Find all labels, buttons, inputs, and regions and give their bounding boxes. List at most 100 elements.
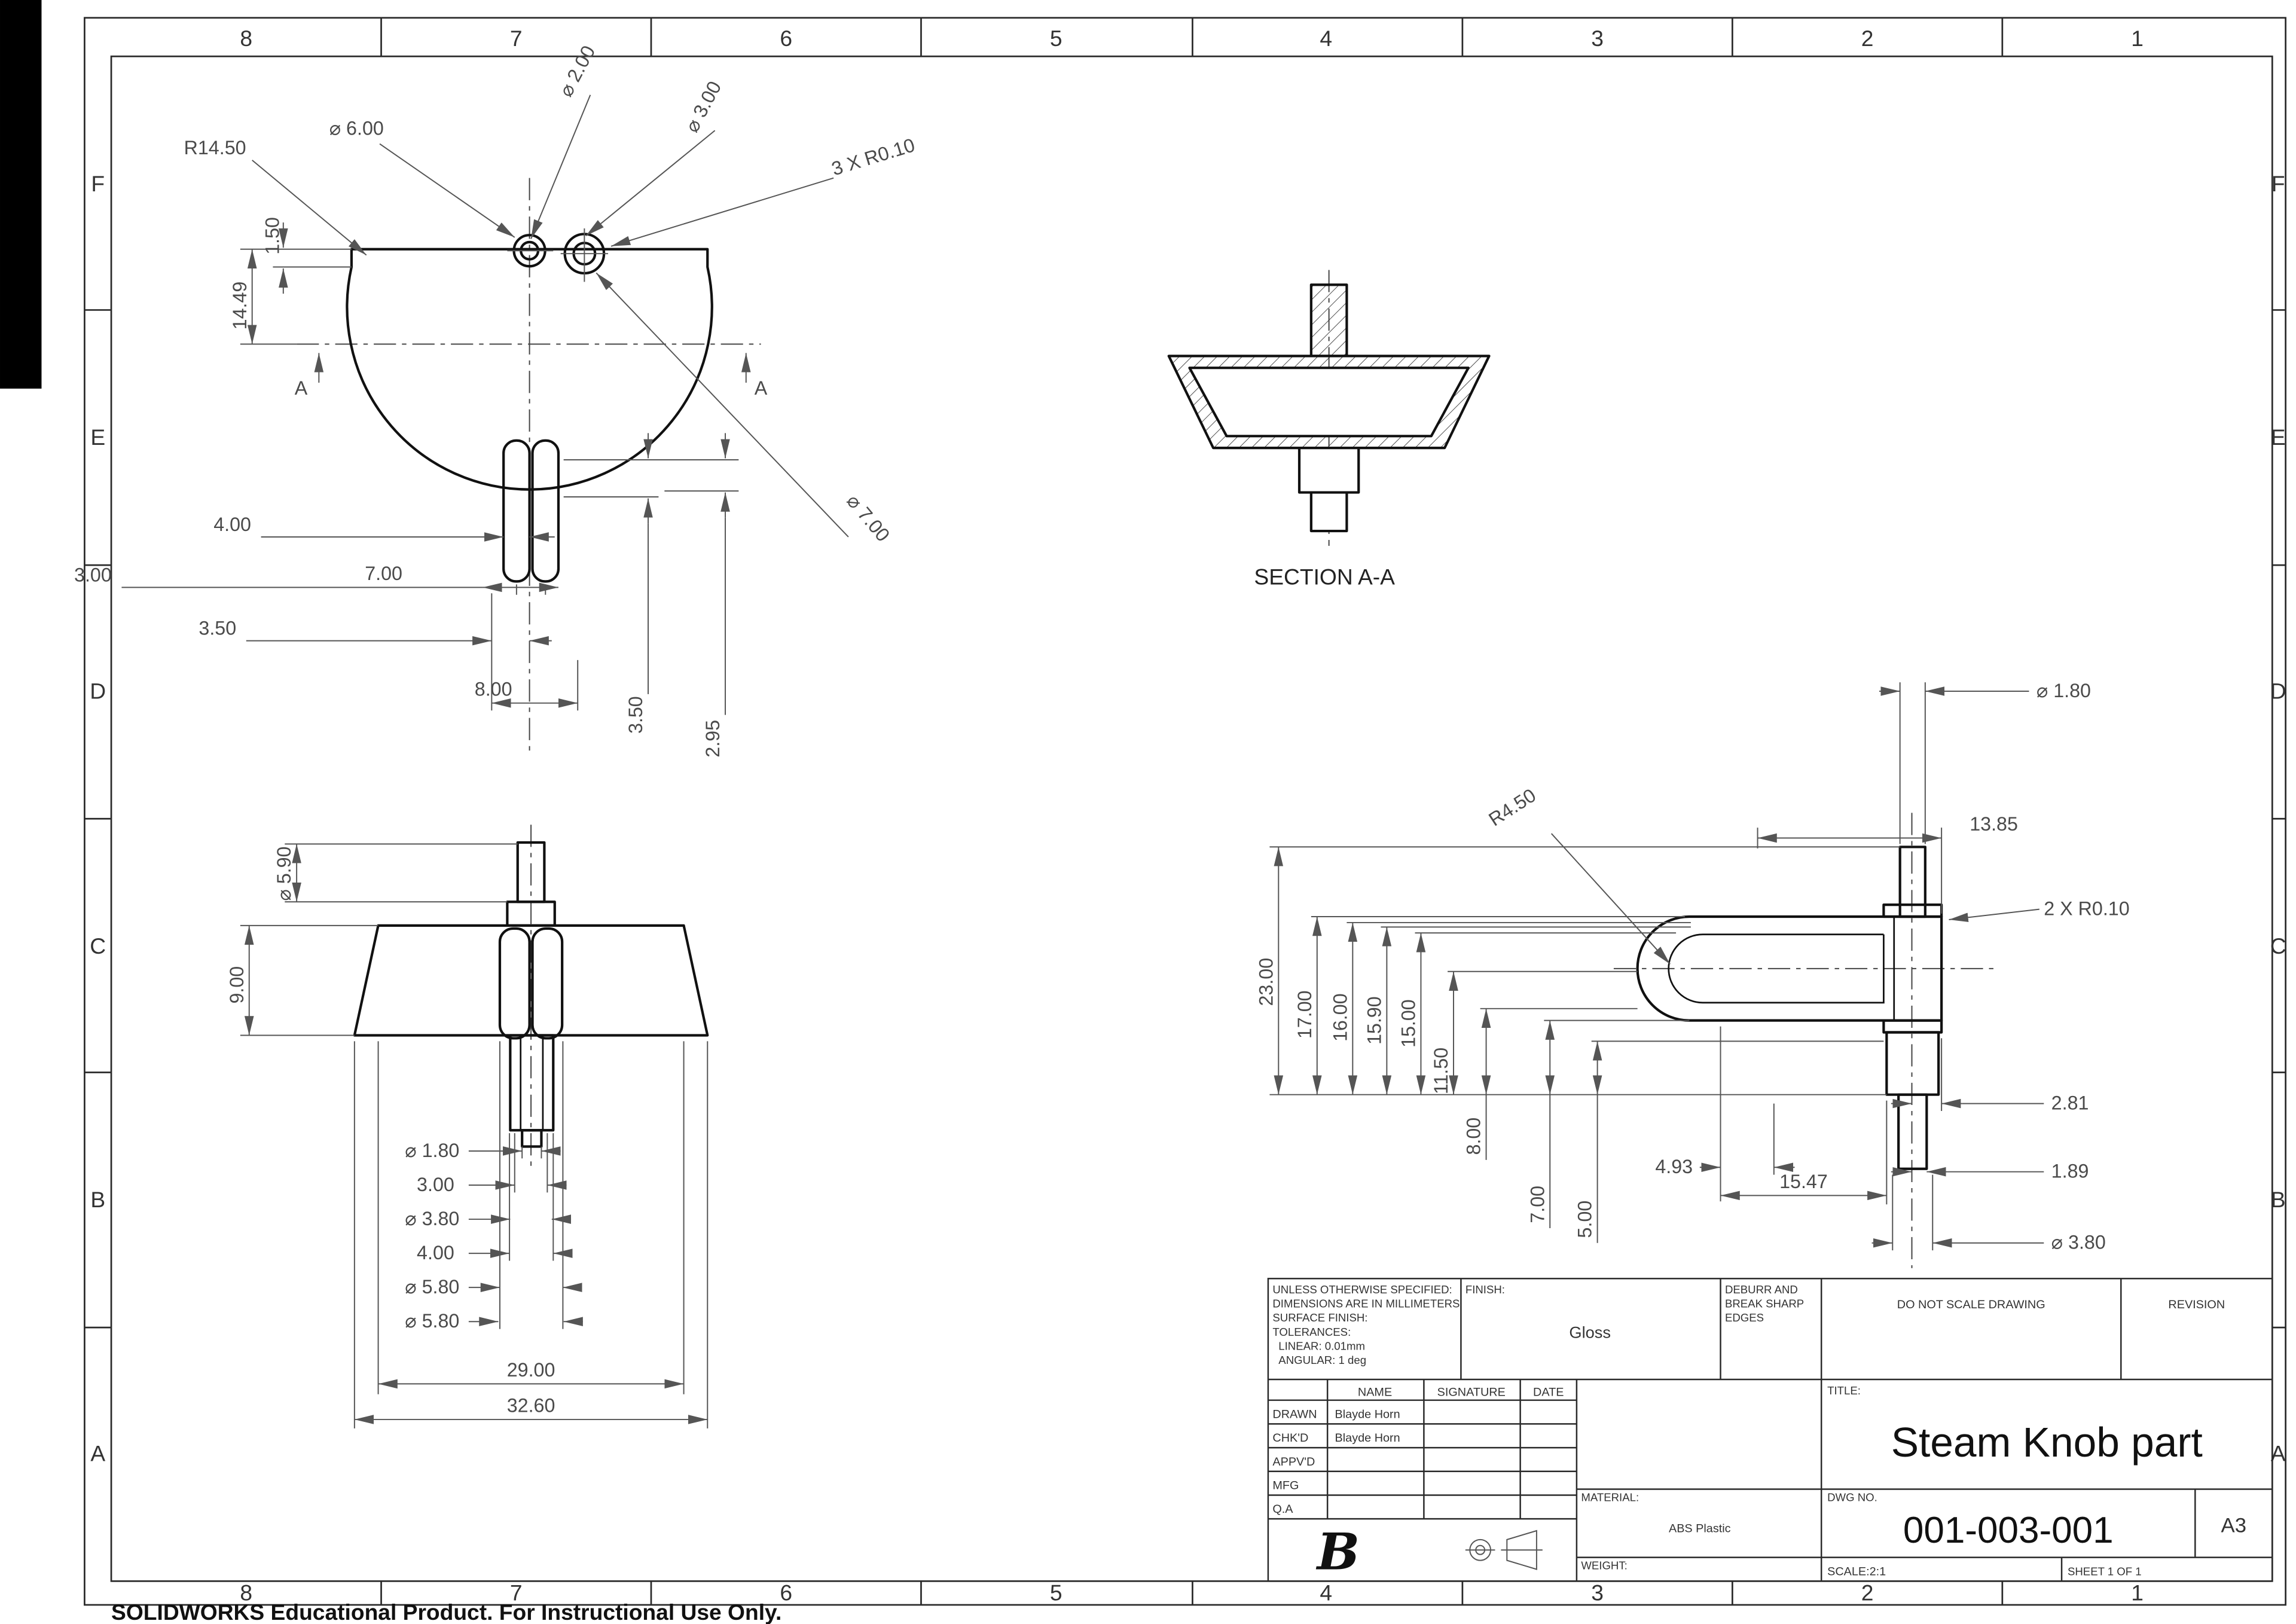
section-view-label: SECTION A-A (1254, 564, 1395, 589)
zone-col-4-top: 4 (1320, 26, 1332, 51)
drawn-name: Blayde Horn (1335, 1408, 1400, 1421)
section-view: SECTION A-A (1167, 270, 1491, 589)
spec-line-6: ANGULAR: 1 deg (1278, 1354, 1366, 1366)
dim-d5-80-b: ⌀ 5.80 (405, 1310, 459, 1332)
dim-14-49: 14.49 (229, 282, 251, 330)
knob-dome-outline (346, 248, 713, 491)
dim-9-00: 9.00 (226, 966, 248, 1004)
third-angle-projection-icon (1465, 1530, 1543, 1570)
dim-3-50-v: 3.50 (625, 696, 646, 734)
stem-slot-left (502, 439, 531, 583)
finish-label: FINISH: (1465, 1283, 1505, 1296)
material-label: MATERIAL: (1581, 1491, 1639, 1503)
title-label: TITLE: (1827, 1384, 1861, 1397)
zone-row-f-right: F (2271, 171, 2285, 196)
zone-col-3-bottom: 3 (1591, 1580, 1604, 1605)
dwg-no-label: DWG NO. (1827, 1491, 1877, 1503)
row-mfg-label: MFG (1272, 1479, 1299, 1492)
scan-artifact (0, 0, 42, 389)
zone-col-1-bottom: 1 (2131, 1580, 2144, 1605)
zone-row-b-right: B (2271, 1187, 2286, 1212)
outer-border (84, 17, 2286, 1606)
zone-col-5-bottom: 5 (1050, 1580, 1062, 1605)
zone-row-e-right: E (2271, 425, 2286, 450)
dim-1-89: 1.89 (2051, 1161, 2089, 1182)
dim-d1-80: ⌀ 1.80 (2037, 680, 2091, 701)
row-drawn-label: DRAWN (1272, 1408, 1317, 1421)
side-shaft-lower (1897, 1093, 1928, 1170)
dim-3-00: 3.00 (74, 564, 112, 585)
zone-col-2-bottom: 2 (1861, 1580, 1874, 1605)
dim-d7-00: ⌀ 7.00 (842, 490, 894, 546)
spec-line-5: LINEAR: 0.01mm (1278, 1339, 1365, 1352)
col-date: DATE (1533, 1385, 1564, 1399)
dim-d3-80: ⌀ 3.80 (2051, 1232, 2106, 1253)
company-logo-icon: B (1316, 1522, 1360, 1581)
weight-label: WEIGHT: (1581, 1559, 1627, 1571)
zone-col-7-top: 7 (510, 26, 523, 51)
zone-row-c-right: C (2270, 933, 2286, 958)
dim-1-50: 1.50 (261, 217, 283, 255)
dim-3x-r0-10: 3 X R0.10 (829, 134, 918, 179)
spec-line-2: DIMENSIONS ARE IN MILLIMETERS (1272, 1298, 1460, 1310)
zone-row-c-left: C (90, 933, 106, 958)
dim-7-00: 7.00 (1526, 1186, 1548, 1223)
dim-11-50: 11.50 (1430, 1048, 1452, 1094)
dim-d5-90: ⌀ 5.90 (273, 847, 295, 901)
spec-line-3: SURFACE FINISH: (1272, 1311, 1367, 1324)
sheet-size: A3 (2221, 1514, 2246, 1537)
zone-col-6-top: 6 (780, 26, 792, 51)
side-view: ⌀ 1.80 13.85 R4.50 2 X R0.10 (1255, 680, 2130, 1268)
zone-row-e-left: E (90, 425, 105, 450)
dim-15-47: 15.47 (1779, 1171, 1828, 1192)
dim-r4-50: R4.50 (1485, 784, 1540, 831)
dim-d3-80: ⌀ 3.80 (405, 1208, 459, 1229)
inner-border (110, 55, 2273, 1582)
row-chkd-label: CHK'D (1272, 1431, 1308, 1445)
dim-4-93: 4.93 (1655, 1156, 1693, 1177)
dim-d1-80: ⌀ 1.80 (405, 1140, 459, 1161)
zone-col-7-bottom: 7 (510, 1580, 523, 1605)
zone-row-a-right: A (2271, 1440, 2286, 1466)
shaft-outer (509, 1034, 555, 1132)
dim-d5-80-a: ⌀ 5.80 (405, 1276, 459, 1298)
dim-d6-00: ⌀ 6.00 (329, 118, 384, 139)
zone-col-4-bottom: 4 (1320, 1580, 1332, 1605)
dim-15-00: 15.00 (1398, 999, 1419, 1048)
scale-value: SCALE:2:1 (1827, 1565, 1886, 1578)
dim-2-95: 2.95 (702, 720, 723, 758)
dim-4-00: 4.00 (213, 514, 251, 535)
zone-row-f-left: F (91, 171, 105, 196)
deburr-line-1: DEBURR AND (1725, 1283, 1798, 1296)
chkd-name: Blayde Horn (1335, 1431, 1400, 1445)
slot-right (531, 927, 564, 1040)
section-top-stem (1309, 283, 1348, 358)
dim-16-00: 16.00 (1329, 993, 1351, 1042)
col-name: NAME (1358, 1385, 1392, 1399)
dim-17-00: 17.00 (1294, 990, 1315, 1039)
dim-5-00: 5.00 (1574, 1201, 1596, 1238)
side-bottom-collar (1882, 1019, 1943, 1034)
side-shaft-upper (1885, 1031, 1940, 1096)
revision-label: REVISION (2168, 1298, 2225, 1311)
zone-col-1-top: 1 (2131, 26, 2144, 51)
dim-32-60: 32.60 (507, 1395, 555, 1417)
title-block: UNLESS OTHERWISE SPECIFIED: DIMENSIONS A… (1267, 1278, 2273, 1582)
side-top-collar (1882, 903, 1943, 918)
side-slot-profile (1668, 933, 1885, 1004)
dim-13-85: 13.85 (1970, 813, 2018, 835)
material-value: ABS Plastic (1669, 1522, 1731, 1535)
dim-d2-00: ⌀ 2.00 (555, 42, 600, 100)
slot-left (498, 927, 531, 1040)
zone-col-5-top: 5 (1050, 26, 1062, 51)
row-qa-label: Q.A (1272, 1503, 1293, 1516)
zone-row-b-left: B (90, 1187, 105, 1212)
knob-body-outline (353, 924, 709, 1037)
dim-r14-50: R14.50 (184, 137, 246, 158)
front-view: A A R14.50 ⌀ 6.00 ⌀ 2.00 ⌀ 3.00 3 X R0.1… (74, 42, 917, 758)
zone-col-2-top: 2 (1861, 26, 1874, 51)
sheet-of-value: SHEET 1 OF 1 (2068, 1565, 2142, 1577)
spec-line-1: UNLESS OTHERWISE SPECIFIED: (1272, 1283, 1452, 1296)
